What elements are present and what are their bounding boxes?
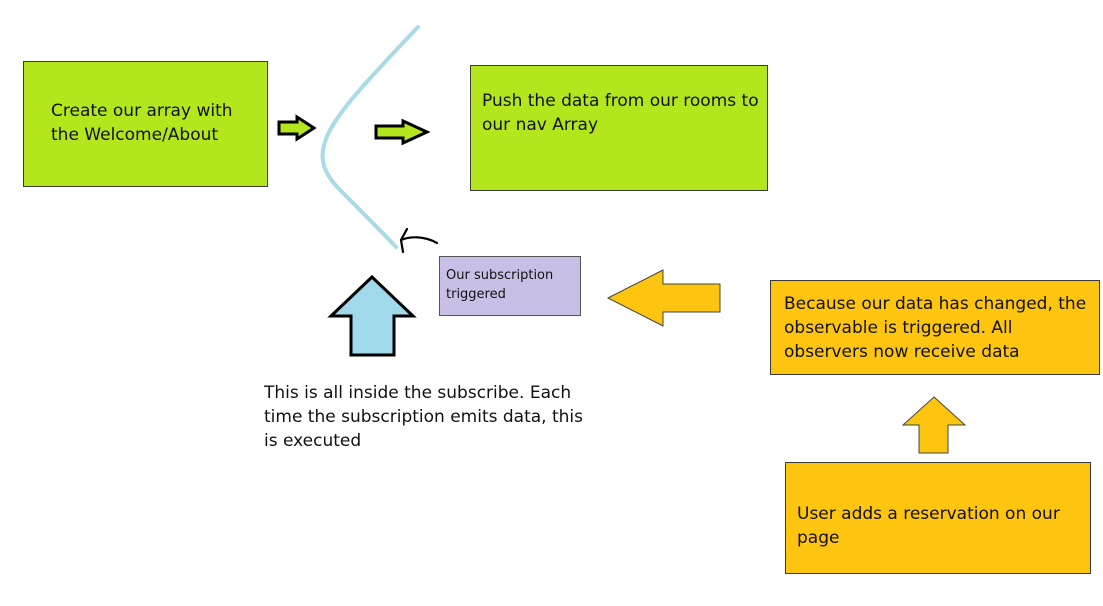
loop-curve (320, 25, 420, 249)
arrow-up-icon (327, 274, 417, 357)
observable-box: Because our data has changed, the observ… (770, 280, 1100, 375)
push-data-box: Push the data from our rooms to our nav … (470, 65, 768, 191)
curved-arrow-tip (399, 227, 409, 254)
observable-text: Because our data has changed, the observ… (784, 294, 1087, 362)
subscription-box: Our subscription triggered (439, 256, 581, 316)
user-reservation-box: User adds a reservation on our page (785, 462, 1091, 574)
arrow-left-icon (606, 269, 721, 327)
arrow-up-icon (901, 396, 967, 454)
arrow-right-icon (374, 118, 431, 146)
arrow-right-icon (277, 114, 317, 142)
curved-arrow-icon (399, 236, 439, 245)
push-data-text: Push the data from our rooms to our nav … (482, 91, 759, 135)
create-array-text: Create our array with the Welcome/About (51, 101, 233, 145)
subscription-text: Our subscription triggered (446, 268, 554, 302)
subscribe-note: This is all inside the subscribe. Each t… (264, 383, 583, 451)
create-array-box: Create our array with the Welcome/About (23, 61, 268, 187)
user-reservation-text: User adds a reservation on our page (797, 504, 1060, 548)
